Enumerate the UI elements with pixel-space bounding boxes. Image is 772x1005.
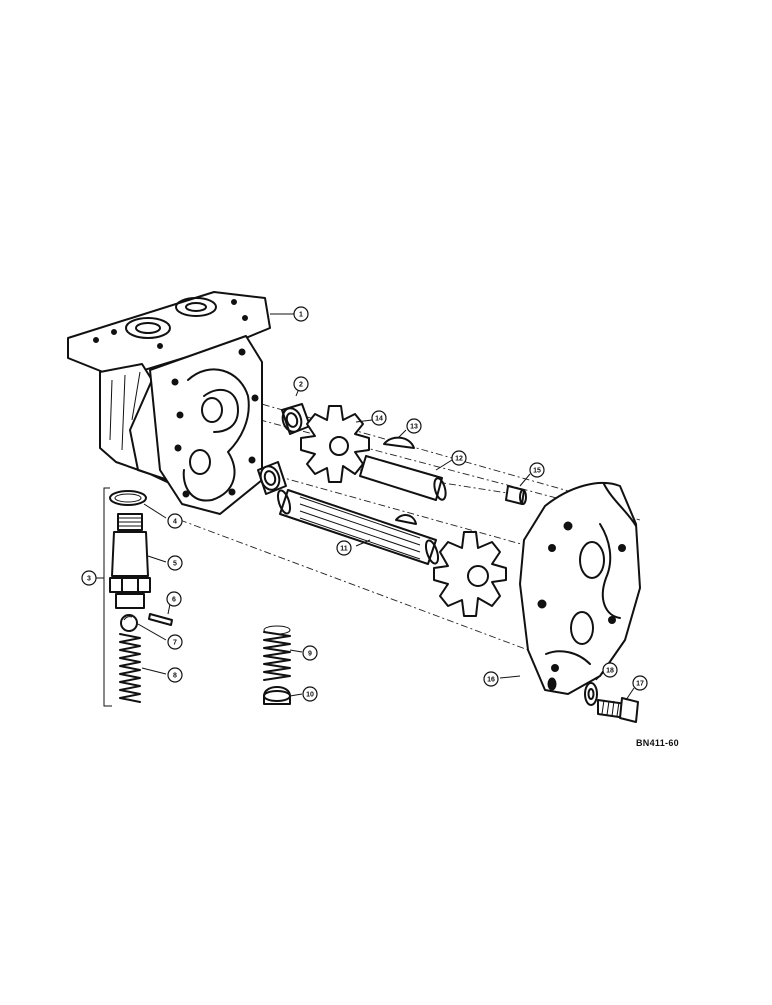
callout-circle <box>632 675 648 691</box>
callout-9: 9 <box>302 645 318 661</box>
callout-circle <box>302 645 318 661</box>
callout-5: 5 <box>167 555 183 571</box>
callout-number: 1 <box>299 312 303 319</box>
callout-11: 11 <box>336 540 352 556</box>
pump-body-icon <box>67 291 271 515</box>
figure-reference-code: BN411-60 <box>636 738 679 748</box>
callout-17: 17 <box>632 675 648 691</box>
callout-circle <box>167 634 183 650</box>
callout-circle <box>302 686 318 702</box>
callout-number: 8 <box>173 673 177 680</box>
callout-number: 6 <box>172 597 176 604</box>
callout-10: 10 <box>302 686 318 702</box>
cover-icon <box>519 482 641 695</box>
callout-circle <box>167 667 183 683</box>
relief-valve-assembly-icon <box>103 487 112 707</box>
callout-circle <box>483 671 499 687</box>
callout-12: 12 <box>451 450 467 466</box>
callout-circle <box>406 418 422 434</box>
drive-shaft-icon <box>276 489 440 565</box>
gear-icon <box>433 531 507 617</box>
o-ring-icon <box>109 490 147 506</box>
callout-number: 10 <box>306 692 314 699</box>
callout-14: 14 <box>371 410 387 426</box>
callout-number: 18 <box>606 668 614 675</box>
callout-number: 4 <box>173 519 177 526</box>
callout-4: 4 <box>167 513 183 529</box>
callout-number: 14 <box>375 416 383 423</box>
plug-icon <box>263 686 291 705</box>
callout-2: 2 <box>293 376 309 392</box>
callout-number: 3 <box>87 576 91 583</box>
valve-body-icon <box>109 513 151 609</box>
callout-18: 18 <box>602 662 618 678</box>
callout-circle <box>167 513 183 529</box>
callout-number: 13 <box>410 424 418 431</box>
callout-circle <box>293 376 309 392</box>
callout-circle <box>293 306 309 322</box>
callout-circle <box>451 450 467 466</box>
callout-number: 12 <box>455 456 463 463</box>
lock-washer-icon <box>584 682 598 706</box>
callout-1: 1 <box>293 306 309 322</box>
callout-number: 11 <box>340 546 348 553</box>
callout-number: 9 <box>308 651 312 658</box>
gear-icon <box>300 405 370 483</box>
pin-icon <box>148 613 173 626</box>
idler-shaft-icon <box>359 455 447 501</box>
bushing-icon <box>257 403 311 495</box>
callout-circle <box>166 591 182 607</box>
callout-circle <box>336 540 352 556</box>
callout-number: 15 <box>533 468 541 475</box>
callout-number: 7 <box>173 640 177 647</box>
callout-8: 8 <box>167 667 183 683</box>
callout-7: 7 <box>167 634 183 650</box>
cap-screw-icon <box>597 697 639 723</box>
callout-circle <box>529 462 545 478</box>
spring-icon <box>263 625 291 681</box>
callout-circle <box>602 662 618 678</box>
callout-6: 6 <box>166 591 182 607</box>
callout-circle <box>81 570 97 586</box>
callout-number: 17 <box>636 681 644 688</box>
spring-icon <box>119 633 141 703</box>
callout-number: 2 <box>299 382 303 389</box>
callout-circle <box>371 410 387 426</box>
callout-number: 5 <box>173 561 177 568</box>
callout-circle <box>167 555 183 571</box>
callout-16: 16 <box>483 671 499 687</box>
leader-lines <box>96 313 635 701</box>
dowel-pin-icon <box>505 485 527 505</box>
ball-icon <box>120 614 138 632</box>
callout-13: 13 <box>406 418 422 434</box>
callout-number: 16 <box>487 677 495 684</box>
callout-3: 3 <box>81 570 97 586</box>
callout-15: 15 <box>529 462 545 478</box>
woodruff-key-icon <box>383 436 415 449</box>
